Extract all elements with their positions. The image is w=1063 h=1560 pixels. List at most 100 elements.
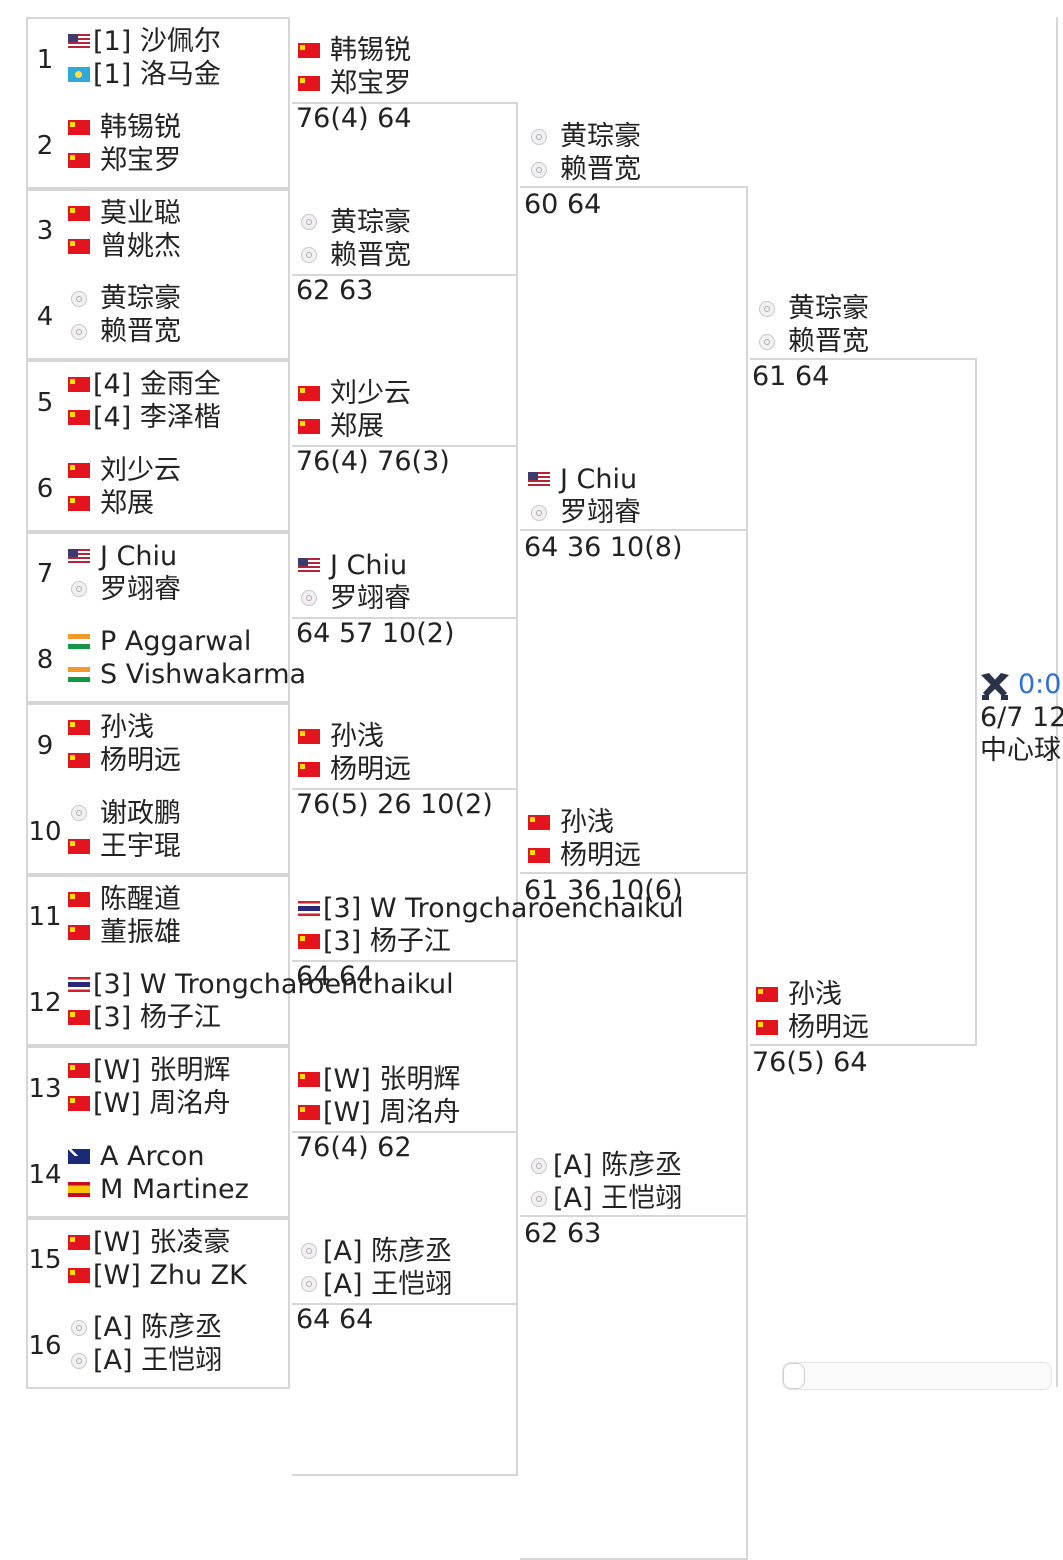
round2-entry[interactable]: [3] W Trongcharoenchaikul[3] 杨子江 xyxy=(298,892,684,958)
round1-box-top xyxy=(26,531,290,534)
round1-entry[interactable]: 孙浅杨明远 xyxy=(68,711,181,777)
flag-es-icon xyxy=(68,1181,90,1197)
round1-box-right xyxy=(288,17,290,189)
horizontal-scrollbar[interactable] xyxy=(782,1362,1052,1390)
round1-entry[interactable]: 陈醒道董振雄 xyxy=(68,883,181,949)
quarterfinal-entry[interactable]: 孙浅杨明远 xyxy=(528,806,641,872)
flag-in-icon xyxy=(68,667,90,683)
round1-box-right xyxy=(288,874,290,1046)
flag-us-icon xyxy=(298,557,320,573)
round2-entry[interactable]: 韩锡锐郑宝罗 xyxy=(298,34,411,100)
player-name: 孙浅 xyxy=(560,807,614,838)
round1-entry[interactable]: [4] 金雨全[4] 李泽楷 xyxy=(68,368,221,434)
round1-entry[interactable]: 黄琮豪赖晋宽 xyxy=(68,282,181,348)
round2-entry[interactable]: [A] 陈彦丞[A] 王恺翊 xyxy=(298,1235,452,1301)
draw-position-number: 4 xyxy=(36,302,54,333)
player-name: 赖晋宽 xyxy=(788,326,869,357)
round2-box-bottom xyxy=(292,1474,518,1476)
round2-entry[interactable]: [W] 张明辉[W] 周洺舟 xyxy=(298,1063,460,1129)
flag-tpe-icon xyxy=(531,161,547,178)
round1-box-top xyxy=(26,1217,290,1220)
player-row: 郑宝罗 xyxy=(68,144,181,177)
flag-cn-icon xyxy=(68,753,90,768)
player-row: [W] 周洺舟 xyxy=(68,1087,230,1120)
draw-position-number: 1 xyxy=(36,44,54,75)
player-name: [4] 李泽楷 xyxy=(93,402,221,433)
flag-cn-icon xyxy=(68,891,90,907)
round1-entry[interactable]: [1] 沙佩尔[1] 洛马金 xyxy=(68,25,221,91)
round1-entry[interactable]: 谢政鹏王宇琨 xyxy=(68,797,181,863)
draw-position-number: 13 xyxy=(28,1073,62,1104)
player-name: J Chiu xyxy=(330,549,408,581)
flag-kz-icon xyxy=(68,67,90,82)
player-name: [3] W Trongcharoenchaikul xyxy=(93,969,454,1001)
round1-box-left xyxy=(26,703,28,875)
quarterfinal-box-right xyxy=(746,1215,748,1559)
round2-entry[interactable]: 刘少云郑展 xyxy=(298,377,411,443)
flag-cn-icon xyxy=(68,462,90,478)
player-row: P Aggarwal xyxy=(68,625,306,658)
crossed-rackets-icon xyxy=(979,671,1011,701)
draw-position-number: 11 xyxy=(28,902,62,933)
player-row: J Chiu xyxy=(68,540,181,573)
player-name: 韩锡锐 xyxy=(100,111,181,143)
player-name: [W] Zhu ZK xyxy=(93,1259,247,1291)
flag-th-icon xyxy=(298,900,320,916)
player-name: 黄琮豪 xyxy=(560,121,641,152)
flag-tpe-icon xyxy=(531,504,547,521)
player-row: 黄琮豪 xyxy=(68,282,181,315)
quarterfinal-entry[interactable]: 黄琮豪赖晋宽 xyxy=(528,120,641,186)
round1-entry[interactable]: [W] 张凌豪[W] Zhu ZK xyxy=(68,1226,247,1292)
round2-box-top xyxy=(292,788,518,790)
round1-box-top xyxy=(26,874,290,877)
flag-cn-icon xyxy=(756,987,778,1002)
player-row: [3] W Trongcharoenchaikul xyxy=(68,968,454,1001)
player-row: 韩锡锐 xyxy=(68,111,181,144)
round1-entry[interactable]: [W] 张明辉[W] 周洺舟 xyxy=(68,1054,230,1120)
round2-score: 64 57 10(2) xyxy=(296,617,455,649)
draw-position-number: 5 xyxy=(36,387,54,418)
semifinal-entry[interactable]: 孙浅杨明远 xyxy=(756,978,869,1044)
flag-tpe-icon xyxy=(531,1157,547,1174)
round2-entry[interactable]: 黄琮豪赖晋宽 xyxy=(298,206,411,272)
round2-box-top xyxy=(292,1131,518,1133)
player-row: 黄琮豪 xyxy=(298,206,411,239)
player-name: 孙浅 xyxy=(330,721,384,752)
player-name: 谢政鹏 xyxy=(100,797,181,829)
player-row: 赖晋宽 xyxy=(68,315,181,348)
semifinal-box-bottom xyxy=(750,1044,977,1046)
round2-box-right xyxy=(516,445,518,618)
round2-score: 76(4) 64 xyxy=(296,103,412,134)
round2-entry[interactable]: 孙浅杨明远 xyxy=(298,720,411,786)
round2-score: 76(4) 76(3) xyxy=(296,446,450,477)
player-row: [A] 王恺翊 xyxy=(298,1268,452,1301)
player-name: P Aggarwal xyxy=(100,626,252,658)
draw-position-number: 9 xyxy=(36,730,54,761)
player-name: [3] 杨子江 xyxy=(93,1002,221,1034)
scrollbar-thumb[interactable] xyxy=(783,1363,805,1389)
player-row: A Arcon xyxy=(68,1140,249,1173)
round1-box-right xyxy=(288,360,290,532)
player-row: 罗翊睿 xyxy=(68,573,181,606)
round2-box-right xyxy=(516,959,518,1132)
semifinal-entry[interactable]: 黄琮豪赖晋宽 xyxy=(756,292,869,358)
round1-entry[interactable]: 莫业聪曾姚杰 xyxy=(68,197,181,263)
final-score[interactable]: 0:0 xyxy=(1018,669,1062,700)
round1-entry[interactable]: [3] W Trongcharoenchaikul[3] 杨子江 xyxy=(68,968,454,1034)
round1-entry[interactable]: [A] 陈彦丞[A] 王恺翊 xyxy=(68,1311,222,1377)
player-name: 杨明远 xyxy=(330,754,411,785)
flag-cn-icon xyxy=(68,410,90,425)
flag-cn-icon xyxy=(298,43,320,58)
round1-box-bottom xyxy=(26,358,290,360)
round1-entry[interactable]: 韩锡锐郑宝罗 xyxy=(68,111,181,177)
round2-score: 62 63 xyxy=(296,274,374,306)
player-row: J Chiu xyxy=(298,549,411,582)
round2-box-top xyxy=(292,616,518,619)
round1-entry[interactable]: 刘少云郑展 xyxy=(68,454,181,520)
quarterfinal-entry[interactable]: [A] 陈彦丞[A] 王恺翊 xyxy=(528,1149,682,1215)
